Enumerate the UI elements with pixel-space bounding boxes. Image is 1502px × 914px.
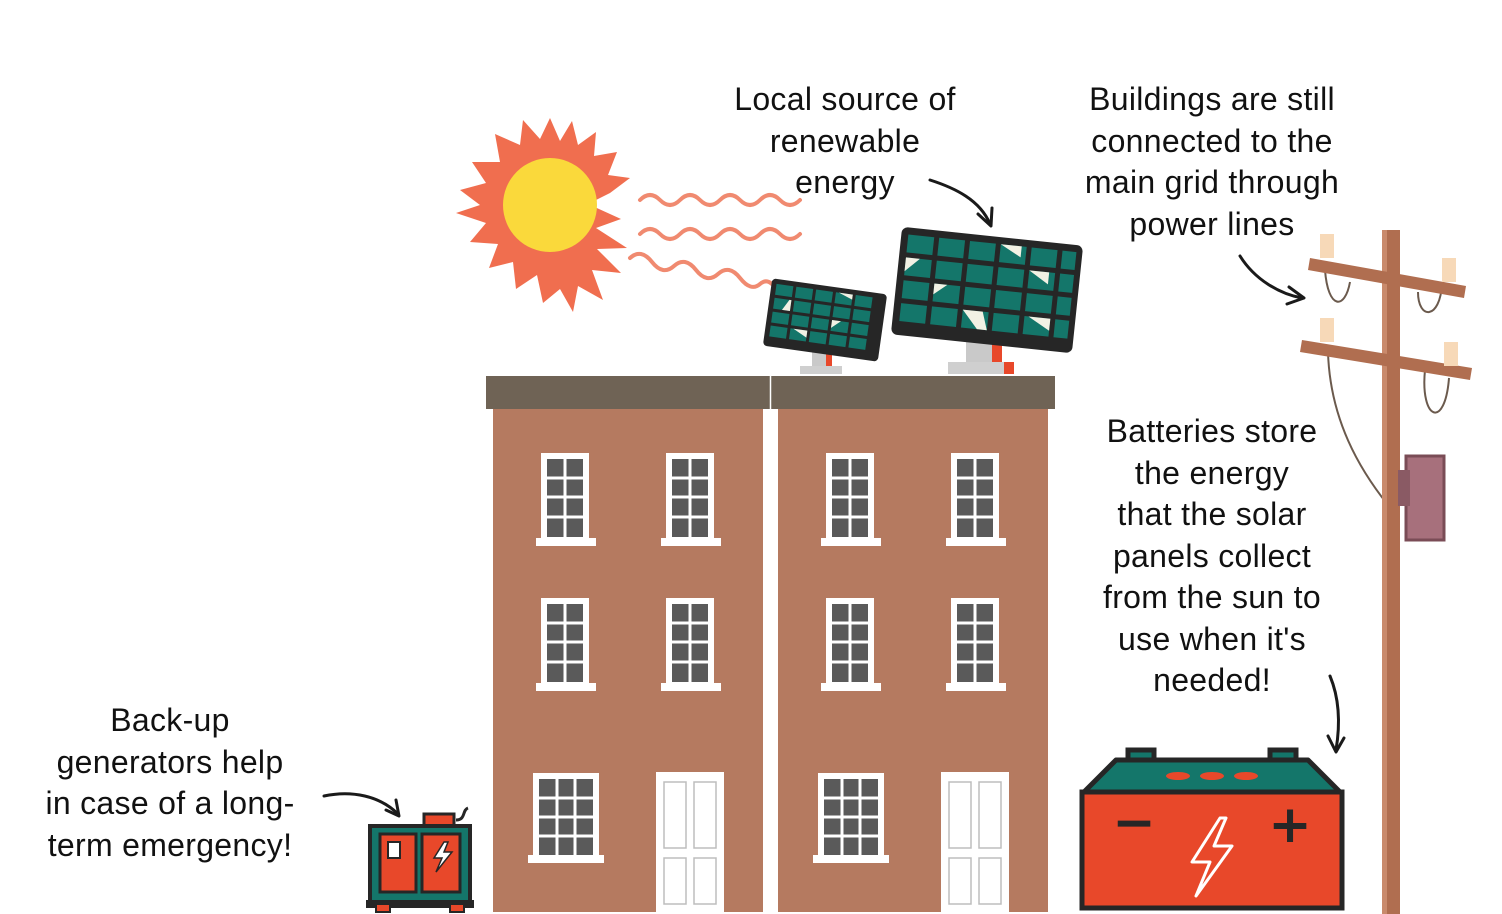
batteries-label-line: that the solar	[1117, 496, 1307, 532]
crossarm-bottom	[1300, 340, 1472, 380]
heat-waves	[628, 193, 802, 294]
sun-icon	[456, 118, 630, 312]
panel-cells	[899, 234, 1077, 339]
generators-label-line: in case of a long-	[45, 785, 295, 821]
door-right	[941, 772, 1009, 912]
battery-body	[1079, 789, 1345, 911]
batteries-label-line: use when it's	[1118, 620, 1306, 657]
window	[661, 598, 721, 691]
apartment-buildings	[486, 376, 1055, 912]
window	[946, 453, 1006, 546]
annotation-arrows	[322, 178, 1346, 818]
window	[536, 598, 596, 691]
panel-base	[800, 366, 842, 374]
battery-icon: − +	[1079, 747, 1345, 911]
panel-glare	[781, 292, 853, 338]
battery-negative-symbol: −	[1112, 793, 1156, 853]
renewable-energy-label-line: renewable	[769, 122, 921, 159]
panel-stand	[812, 352, 828, 368]
heat-wave-3	[628, 251, 780, 294]
arrow-to-power-pole	[1238, 254, 1306, 306]
power-line	[1324, 269, 1351, 303]
panel-glare	[904, 244, 1051, 331]
arrow-to-battery	[1326, 674, 1346, 754]
roof-left	[486, 376, 770, 409]
door-left	[656, 772, 724, 912]
window	[946, 598, 1006, 691]
generators-label: Back-up generators help in case of a lon…	[10, 700, 330, 866]
sun-disc	[503, 158, 597, 252]
generators-label-line: generators help	[56, 743, 284, 780]
insulators	[1320, 234, 1458, 366]
power-line	[1423, 369, 1450, 414]
batteries-label-line: the energy	[1134, 454, 1290, 491]
heat-wave-2	[638, 227, 802, 241]
batteries-label-line: needed!	[1153, 662, 1271, 698]
window	[536, 453, 596, 546]
batteries-label-line: panels collect	[1112, 537, 1312, 574]
solar-panel-large	[891, 227, 1083, 374]
window	[528, 773, 604, 863]
window	[661, 453, 721, 546]
window	[821, 598, 881, 691]
grid-connection-label-line: Buildings are still	[1089, 81, 1335, 117]
batteries-label: Batteries store the energy that the sola…	[1052, 411, 1372, 702]
batteries-label-line: from the sun to	[1103, 579, 1321, 615]
power-line	[1327, 351, 1389, 506]
heat-wave-1	[638, 193, 802, 207]
lightning-icon	[1190, 816, 1234, 898]
generators-label-line: Back-up	[110, 702, 230, 738]
grid-connection-label-line: main grid through	[1084, 164, 1340, 200]
grid-connection-label: Buildings are still connected to the mai…	[1032, 79, 1392, 245]
generators-label-line: term emergency!	[47, 826, 293, 863]
grid-connection-label-line: connected to the	[1091, 122, 1333, 159]
window	[813, 773, 889, 863]
panel-base	[948, 362, 1014, 374]
solar-panel-small	[763, 278, 887, 374]
batteries-label-line: Batteries store	[1106, 413, 1318, 449]
arrow-to-generator	[322, 792, 401, 818]
power-pole	[1300, 230, 1472, 914]
crossarm-top	[1308, 258, 1466, 298]
roof-right	[771, 376, 1055, 409]
panel-stand-accent	[992, 330, 1002, 366]
panel-stand-accent	[826, 352, 832, 368]
renewable-energy-label: Local source of renewable energy	[680, 79, 1010, 204]
battery-positive-symbol: +	[1268, 795, 1312, 855]
renewable-energy-label-line: energy	[795, 164, 895, 200]
generator-icon	[366, 806, 474, 913]
renewable-energy-label-line: Local source of	[734, 81, 956, 117]
window	[821, 453, 881, 546]
transformer-box	[1404, 454, 1446, 542]
grid-connection-label-line: power lines	[1129, 205, 1295, 242]
arrow-to-solar-panel	[928, 178, 994, 228]
windows	[528, 453, 1006, 863]
